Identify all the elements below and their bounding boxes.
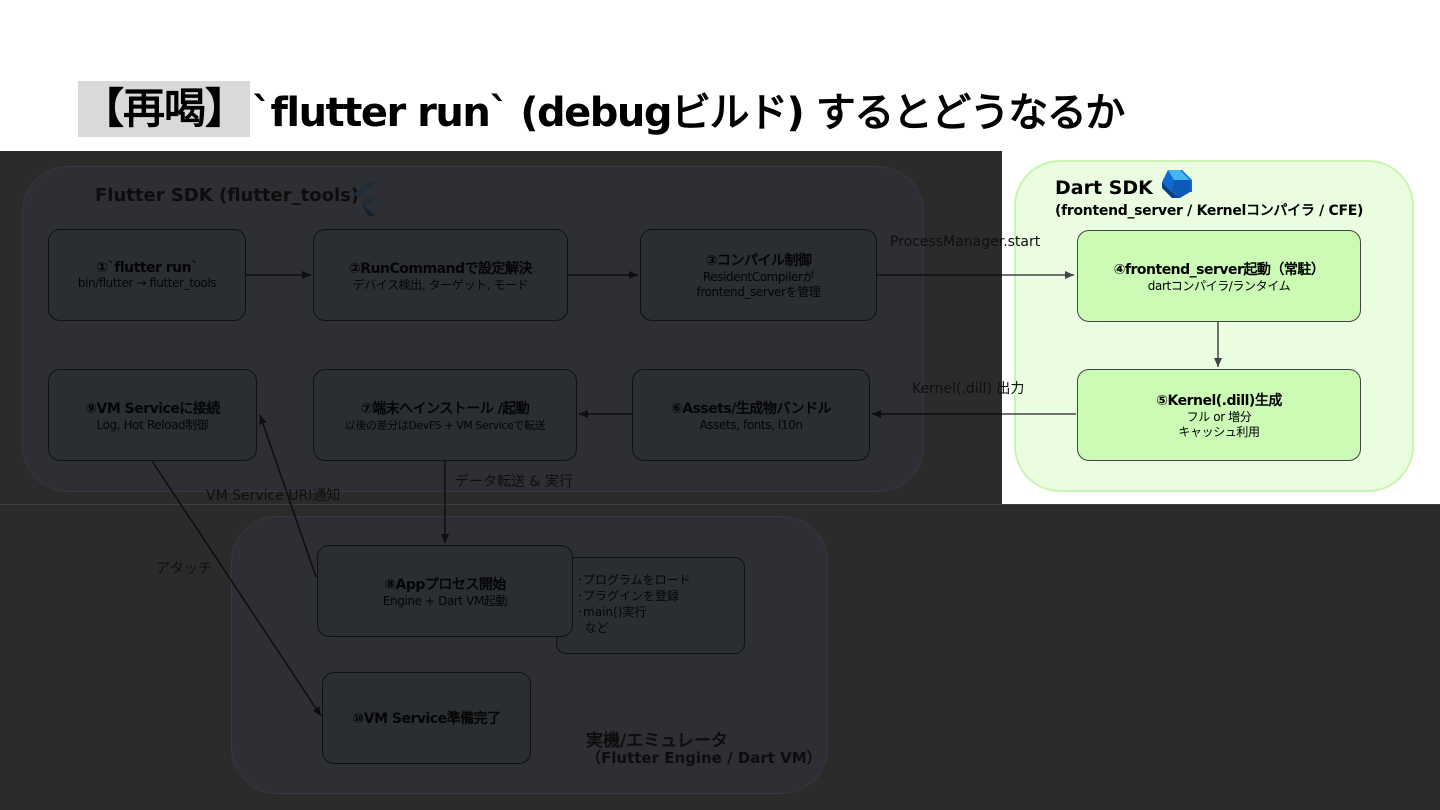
node-9-vm-service-connect: ⑨VM Serviceに接続 Log, Hot Reload制御 <box>48 369 257 461</box>
node-6-assets-bundle: ⑥Assets/生成物バンドル Assets, fonts, l10n <box>632 369 870 461</box>
node-5-kernel-dill: ⑤Kernel(.dill)生成 フル or 増分 キャッシュ利用 <box>1077 369 1361 461</box>
node-1-flutter-run: ①`flutter run` bin/flutter → flutter_too… <box>48 229 246 321</box>
label-attach: アタッチ <box>156 561 212 577</box>
label-process-manager: ProcessManager.start <box>890 234 1041 250</box>
label-kernel-output: Kernel(.dill) 出力 <box>912 381 1025 397</box>
title-tag: 【再喝】 <box>78 81 251 137</box>
node-7-install-launch: ⑦端末へインストール /起動 以後の差分はDevFS + VM Serviceで… <box>313 369 577 461</box>
label-vm-uri: VM Service URI通知 <box>206 488 341 504</box>
node-8-note: ･プログラムをロード ･プラグインを登録 ･main()実行 など <box>556 557 745 654</box>
flutter-logo-icon <box>354 182 376 216</box>
node-3-compile-control: ③コンパイル制御 ResidentCompilerが frontend_serv… <box>640 229 877 321</box>
device-title: 実機/エミュレータ <box>586 731 728 751</box>
node-2-run-command: ②RunCommandで設定解決 デバイス検出, ターゲット, モード <box>313 229 568 321</box>
page-title: 【再喝】 `flutter run` (debugビルド) するとどうなるか <box>78 80 1125 138</box>
node-10-vm-service-ready: ⑩VM Service準備完了 <box>322 672 531 764</box>
arrow-9-to-10 <box>151 460 322 717</box>
title-main: `flutter run` (debugビルド) するとどうなるか <box>252 90 1125 136</box>
device-subtitle: （Flutter Engine / Dart VM） <box>586 749 822 767</box>
dart-sdk-title: Dart SDK <box>1055 177 1153 199</box>
label-data-transfer: データ転送 & 実行 <box>455 474 573 490</box>
node-8-app-process: ⑧Appプロセス開始 Engine + Dart VM起動 <box>317 545 573 637</box>
node-4-frontend-server: ④frontend_server起動（常駐） dartコンパイラ/ランタイム <box>1077 230 1361 322</box>
dart-logo-icon <box>1162 170 1192 198</box>
arrow-8-to-9 <box>259 414 317 578</box>
overlay-edge-line <box>0 504 1440 505</box>
dart-sdk-subtitle: (frontend_server / Kernelコンパイラ / CFE) <box>1055 203 1364 219</box>
flutter-sdk-title: Flutter SDK (flutter_tools) <box>95 185 360 206</box>
